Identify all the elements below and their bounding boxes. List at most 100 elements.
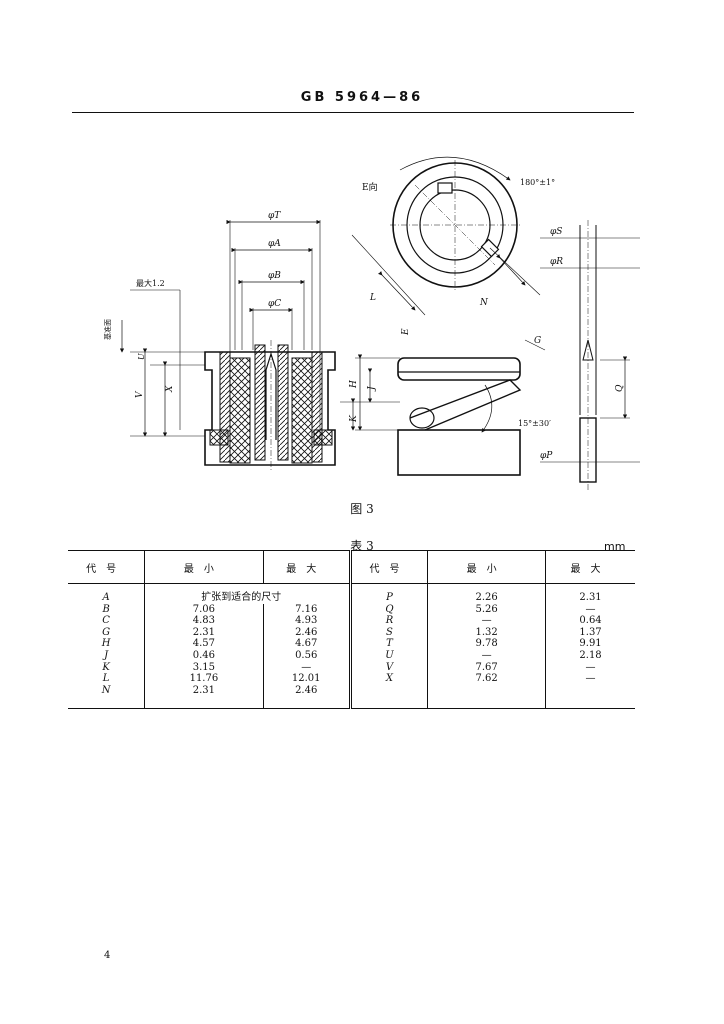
table-row: H 4.57 4.67 T 9.78 9.91 xyxy=(68,638,635,650)
table-row: J 0.46 0.56 U — 2.18 xyxy=(68,649,635,662)
cell-code: U xyxy=(350,649,429,662)
cell-code: V xyxy=(350,661,429,674)
label-v: V xyxy=(135,390,145,398)
pin-view xyxy=(540,220,640,490)
cell-code: N xyxy=(68,684,146,709)
cell-code: X xyxy=(350,673,429,685)
cell-max: 2.18 xyxy=(579,649,602,661)
label-phi-t: φT xyxy=(268,211,281,221)
cell-min: 2.31 xyxy=(144,626,264,639)
label-u: U xyxy=(137,353,146,360)
table-row: N 2.31 2.46 xyxy=(68,684,635,709)
header-rule xyxy=(72,112,634,113)
header-min-left: 最小 xyxy=(144,550,264,584)
table-row: C 4.83 4.93 R — 0.64 xyxy=(68,615,635,627)
cell-min: — xyxy=(427,615,547,627)
cell-code: H xyxy=(68,638,146,650)
cell-min: 4.57 xyxy=(144,638,264,650)
header-max-right: 最大 xyxy=(545,550,635,584)
label-phi-c: φC xyxy=(268,299,281,309)
cell-max: — xyxy=(585,661,596,673)
section-view xyxy=(119,219,336,470)
label-h: H xyxy=(349,380,359,389)
cell-max: — xyxy=(585,673,596,685)
label-phi-a: φA xyxy=(268,239,281,249)
cell-min: 3.15 xyxy=(144,661,264,674)
e-view xyxy=(351,156,541,316)
table-row: L 11.76 12.01 X 7.62 — xyxy=(68,673,635,685)
cell-max: 2.46 xyxy=(263,684,352,709)
table-row: K 3.15 — V 7.67 — xyxy=(68,661,635,674)
cell-min: 5.26 xyxy=(427,603,547,616)
cell-min: 11.76 xyxy=(144,673,264,685)
cell-code: J xyxy=(68,649,146,662)
label-q: Q xyxy=(615,384,625,392)
header-max-left: 最大 xyxy=(263,550,352,584)
label-n: N xyxy=(479,298,489,308)
cell-code: P xyxy=(350,583,429,604)
label-e: E xyxy=(401,328,411,336)
cell-max: — xyxy=(585,603,596,615)
spec-table: 代号 最小 最大 代号 最小 最大 A 扩张到适合的尺寸 P 2.26 2.31… xyxy=(68,550,635,710)
cell-max: 4.67 xyxy=(263,638,352,650)
cell-min: 2.26 xyxy=(427,583,547,604)
label-angle-15-30: 15°±30′ xyxy=(518,419,551,428)
cell-min: 4.83 xyxy=(144,615,264,627)
cell-min: 7.67 xyxy=(427,661,547,674)
cell-min: 7.06 xyxy=(144,603,264,616)
table-row: A 扩张到适合的尺寸 P 2.26 2.31 xyxy=(68,583,635,604)
label-angle-180: 180°±1° xyxy=(520,178,555,187)
cell-code: G xyxy=(68,626,146,639)
unit-label: mm xyxy=(604,540,626,553)
cell-code: K xyxy=(68,661,146,674)
cell-max: 9.91 xyxy=(579,638,602,650)
label-phi-p: φP xyxy=(540,451,553,461)
label-e-view: E向 xyxy=(362,181,378,193)
header-code-left: 代号 xyxy=(68,550,146,584)
cell-code: S xyxy=(350,626,429,639)
label-x: X xyxy=(165,385,175,393)
label-k: K xyxy=(349,414,359,423)
cell-max xyxy=(546,685,635,709)
header-min-right: 最小 xyxy=(427,550,547,584)
side-view xyxy=(340,339,546,476)
cell-min: 扩张到适合的尺寸 xyxy=(144,583,352,604)
cell-min: 2.31 xyxy=(144,684,264,709)
technical-drawing: φT φA φB φC 最大1.2 基准面 U V X E向 180°±1° L… xyxy=(103,156,640,490)
cell-max: 12.01 xyxy=(263,673,352,685)
cell-max: 7.16 xyxy=(263,603,352,616)
cell-max: 0.64 xyxy=(579,615,602,627)
cell-code: A xyxy=(68,583,146,604)
cell-code: C xyxy=(68,615,146,627)
cell-code: B xyxy=(68,603,146,616)
cell-min: 7.62 xyxy=(427,673,547,685)
cell-code: Q xyxy=(350,603,429,616)
header-code-right: 代号 xyxy=(350,550,429,584)
cell-max: — xyxy=(263,661,352,674)
cell-min xyxy=(427,684,547,709)
table-caption: 表 3 xyxy=(350,539,374,553)
standard-number: GB 5964—86 xyxy=(300,90,424,105)
cell-max: 2.46 xyxy=(263,626,352,639)
cell-max: 2.31 xyxy=(579,592,602,603)
page-number: 4 xyxy=(104,950,111,961)
label-g: G xyxy=(534,336,541,346)
cell-code: L xyxy=(68,673,146,685)
cell-max: 1.37 xyxy=(579,626,602,638)
label-phi-r: φR xyxy=(550,257,563,267)
table-header-row: 代号 最小 最大 代号 最小 最大 xyxy=(68,550,635,584)
cell-code: R xyxy=(350,615,429,627)
figure-caption: 图 3 xyxy=(350,502,374,516)
label-phi-s: φS xyxy=(550,227,562,237)
label-j: J xyxy=(367,385,377,392)
cell-min: — xyxy=(427,649,547,662)
cell-min: 9.78 xyxy=(427,638,547,650)
cell-min: 1.32 xyxy=(427,626,547,639)
table-row: B 7.06 7.16 Q 5.26 — xyxy=(68,603,635,616)
label-phi-b: φB xyxy=(268,271,281,281)
cell-min: 0.46 xyxy=(144,649,264,662)
table-row: G 2.31 2.46 S 1.32 1.37 xyxy=(68,626,635,639)
cell-code xyxy=(350,684,429,709)
cell-code: T xyxy=(350,638,429,650)
cell-max: 4.93 xyxy=(263,615,352,627)
